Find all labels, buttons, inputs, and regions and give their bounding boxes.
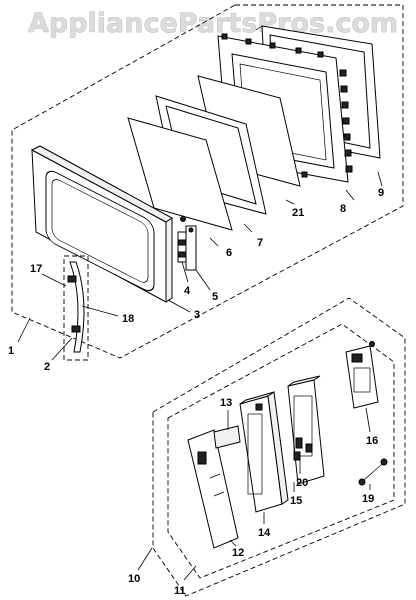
watermark-text: AppliancePartsPros.com [28,8,398,39]
callout-13: 13 [220,397,232,409]
callout-10: 10 [128,573,140,585]
part-4-door-latch [177,231,187,263]
callout-17: 17 [30,263,42,275]
screw-icon [180,216,186,222]
callout-1: 1 [8,345,14,357]
part-18-handle [69,261,85,353]
callout-15: 15 [290,495,302,507]
callout-20: 20 [296,477,308,489]
callout-9: 9 [378,187,384,199]
part-15-pcb-assembly [287,375,325,485]
part-13-display-window [213,425,241,449]
part-14-control-frame [239,391,289,513]
callout-7: 7 [257,237,263,249]
callout-14: 14 [258,527,271,539]
part-6-door-screen [127,117,233,231]
part-5-latch-spring [185,225,197,271]
callout-labels: 9 8 21 7 6 5 4 3 17 18 2 1 13 14 15 20 1… [8,187,384,597]
part-10-control-assembly-boundary [152,297,406,597]
part-11-panel-boundary [167,323,395,579]
callout-8: 8 [340,203,346,215]
callout-12: 12 [232,547,244,559]
callout-11: 11 [174,585,186,597]
callout-18: 18 [122,313,134,325]
callout-2: 2 [44,361,50,373]
part-19-wire-harness [358,458,388,486]
part-12-control-panel [187,429,239,549]
callout-5: 5 [212,291,218,303]
callout-4: 4 [184,285,191,297]
callout-6: 6 [226,247,232,259]
door-assembly-boundary [11,4,404,359]
callout-16: 16 [366,435,378,447]
callout-21: 21 [292,207,304,219]
leader-lines [17,171,383,581]
callout-19: 19 [362,493,374,505]
part-16-sub-pcb [345,341,379,409]
part-20-tact-switch [293,451,301,461]
part-3-front-door-panel [30,145,173,303]
callout-3: 3 [194,309,200,321]
part-17-handle-cap [67,275,81,333]
